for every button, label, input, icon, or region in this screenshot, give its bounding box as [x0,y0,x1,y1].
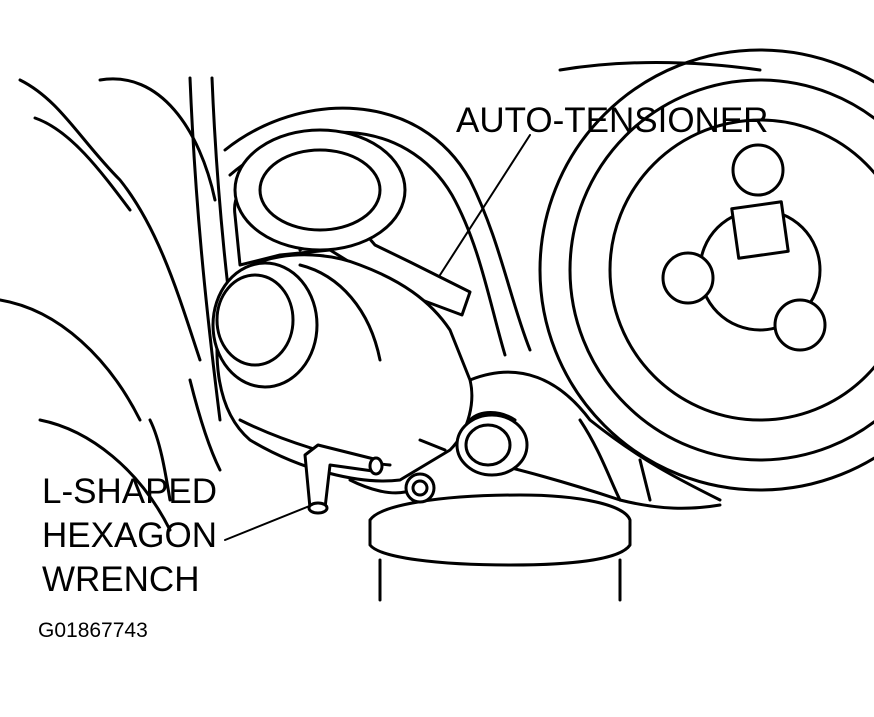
wrench-label-line2: HEXAGON [42,516,218,555]
leader-lines [224,134,531,541]
mounting-bolt [455,411,529,477]
wrench-label-line3: WRENCH [42,560,200,599]
wrench-leader [224,504,313,541]
body-contours [0,77,222,532]
l-shaped-hexagon-wrench [303,443,436,515]
wrench-label-line1: L-SHAPED [42,472,218,511]
oil-filter [368,493,632,602]
auto-tensioner-label: AUTO-TENSIONER [456,101,769,140]
auto-tensioner-body [211,253,474,483]
tensioner-pulley [233,128,407,252]
figure-id: G01867743 [38,619,148,642]
auto-tensioner-leader [439,134,531,276]
pulley-assembly [538,48,874,492]
